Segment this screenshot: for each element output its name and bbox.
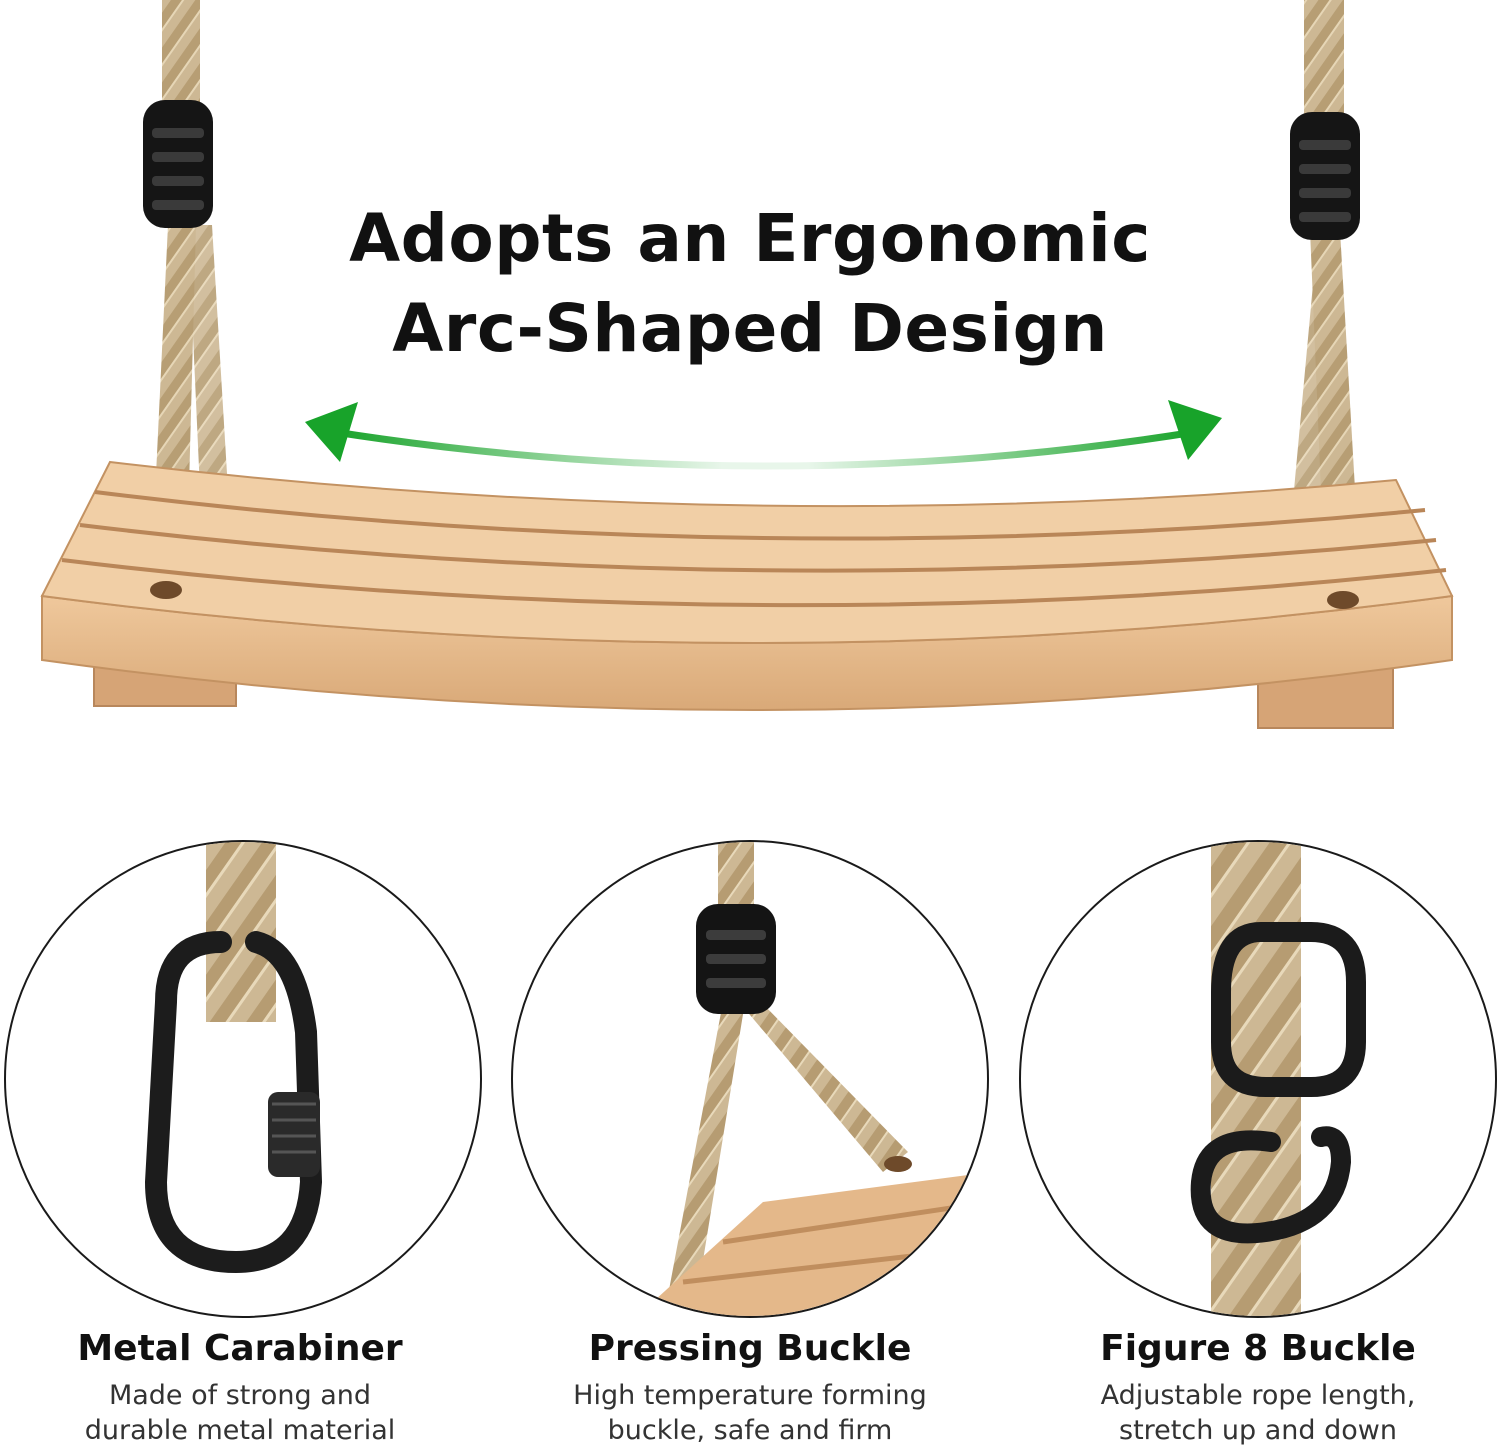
headline-line-1: Adopts an Ergonomic bbox=[349, 200, 1151, 277]
feature-circle-carabiner bbox=[4, 840, 482, 1318]
feature-desc-line-2: durable metal material bbox=[84, 1415, 396, 1446]
right-rope-upper bbox=[1304, 0, 1344, 125]
headline-line-2: Arc-Shaped Design bbox=[392, 290, 1108, 367]
feature-desc-line-2: stretch up and down bbox=[1119, 1415, 1397, 1446]
feature-desc-line-2: buckle, safe and firm bbox=[607, 1415, 893, 1446]
feature-circle-figure-8-buckle bbox=[1019, 840, 1497, 1318]
pressing-buckle-icon bbox=[637, 842, 987, 1316]
left-rope-strand-back bbox=[188, 225, 228, 490]
right-rope-strand-back bbox=[1294, 230, 1340, 490]
carabiner-icon bbox=[144, 842, 323, 1274]
feature-title-pressing-buckle: Pressing Buckle bbox=[588, 1328, 912, 1369]
feature-desc-carabiner: Made of strong and durable metal materia… bbox=[0, 1378, 480, 1448]
feature-title-figure-8-buckle: Figure 8 Buckle bbox=[1100, 1328, 1416, 1369]
feature-desc-line-1: High temperature forming bbox=[573, 1380, 927, 1411]
swing-hero-illustration bbox=[40, 0, 1454, 729]
feature-desc-line-1: Made of strong and bbox=[108, 1380, 372, 1411]
left-pressing-buckle bbox=[143, 100, 213, 228]
figure-8-buckle-icon bbox=[1190, 842, 1366, 1316]
feature-title-carabiner: Metal Carabiner bbox=[77, 1328, 403, 1369]
feature-desc-pressing-buckle: High temperature forming buckle, safe an… bbox=[510, 1378, 990, 1448]
feature-desc-line-1: Adjustable rope length, bbox=[1100, 1380, 1416, 1411]
feature-circle-pressing-buckle bbox=[511, 840, 989, 1318]
arc-double-arrow bbox=[305, 400, 1222, 470]
right-pressing-buckle bbox=[1290, 112, 1360, 240]
feature-desc-figure-8-buckle: Adjustable rope length, stretch up and d… bbox=[1018, 1378, 1498, 1448]
